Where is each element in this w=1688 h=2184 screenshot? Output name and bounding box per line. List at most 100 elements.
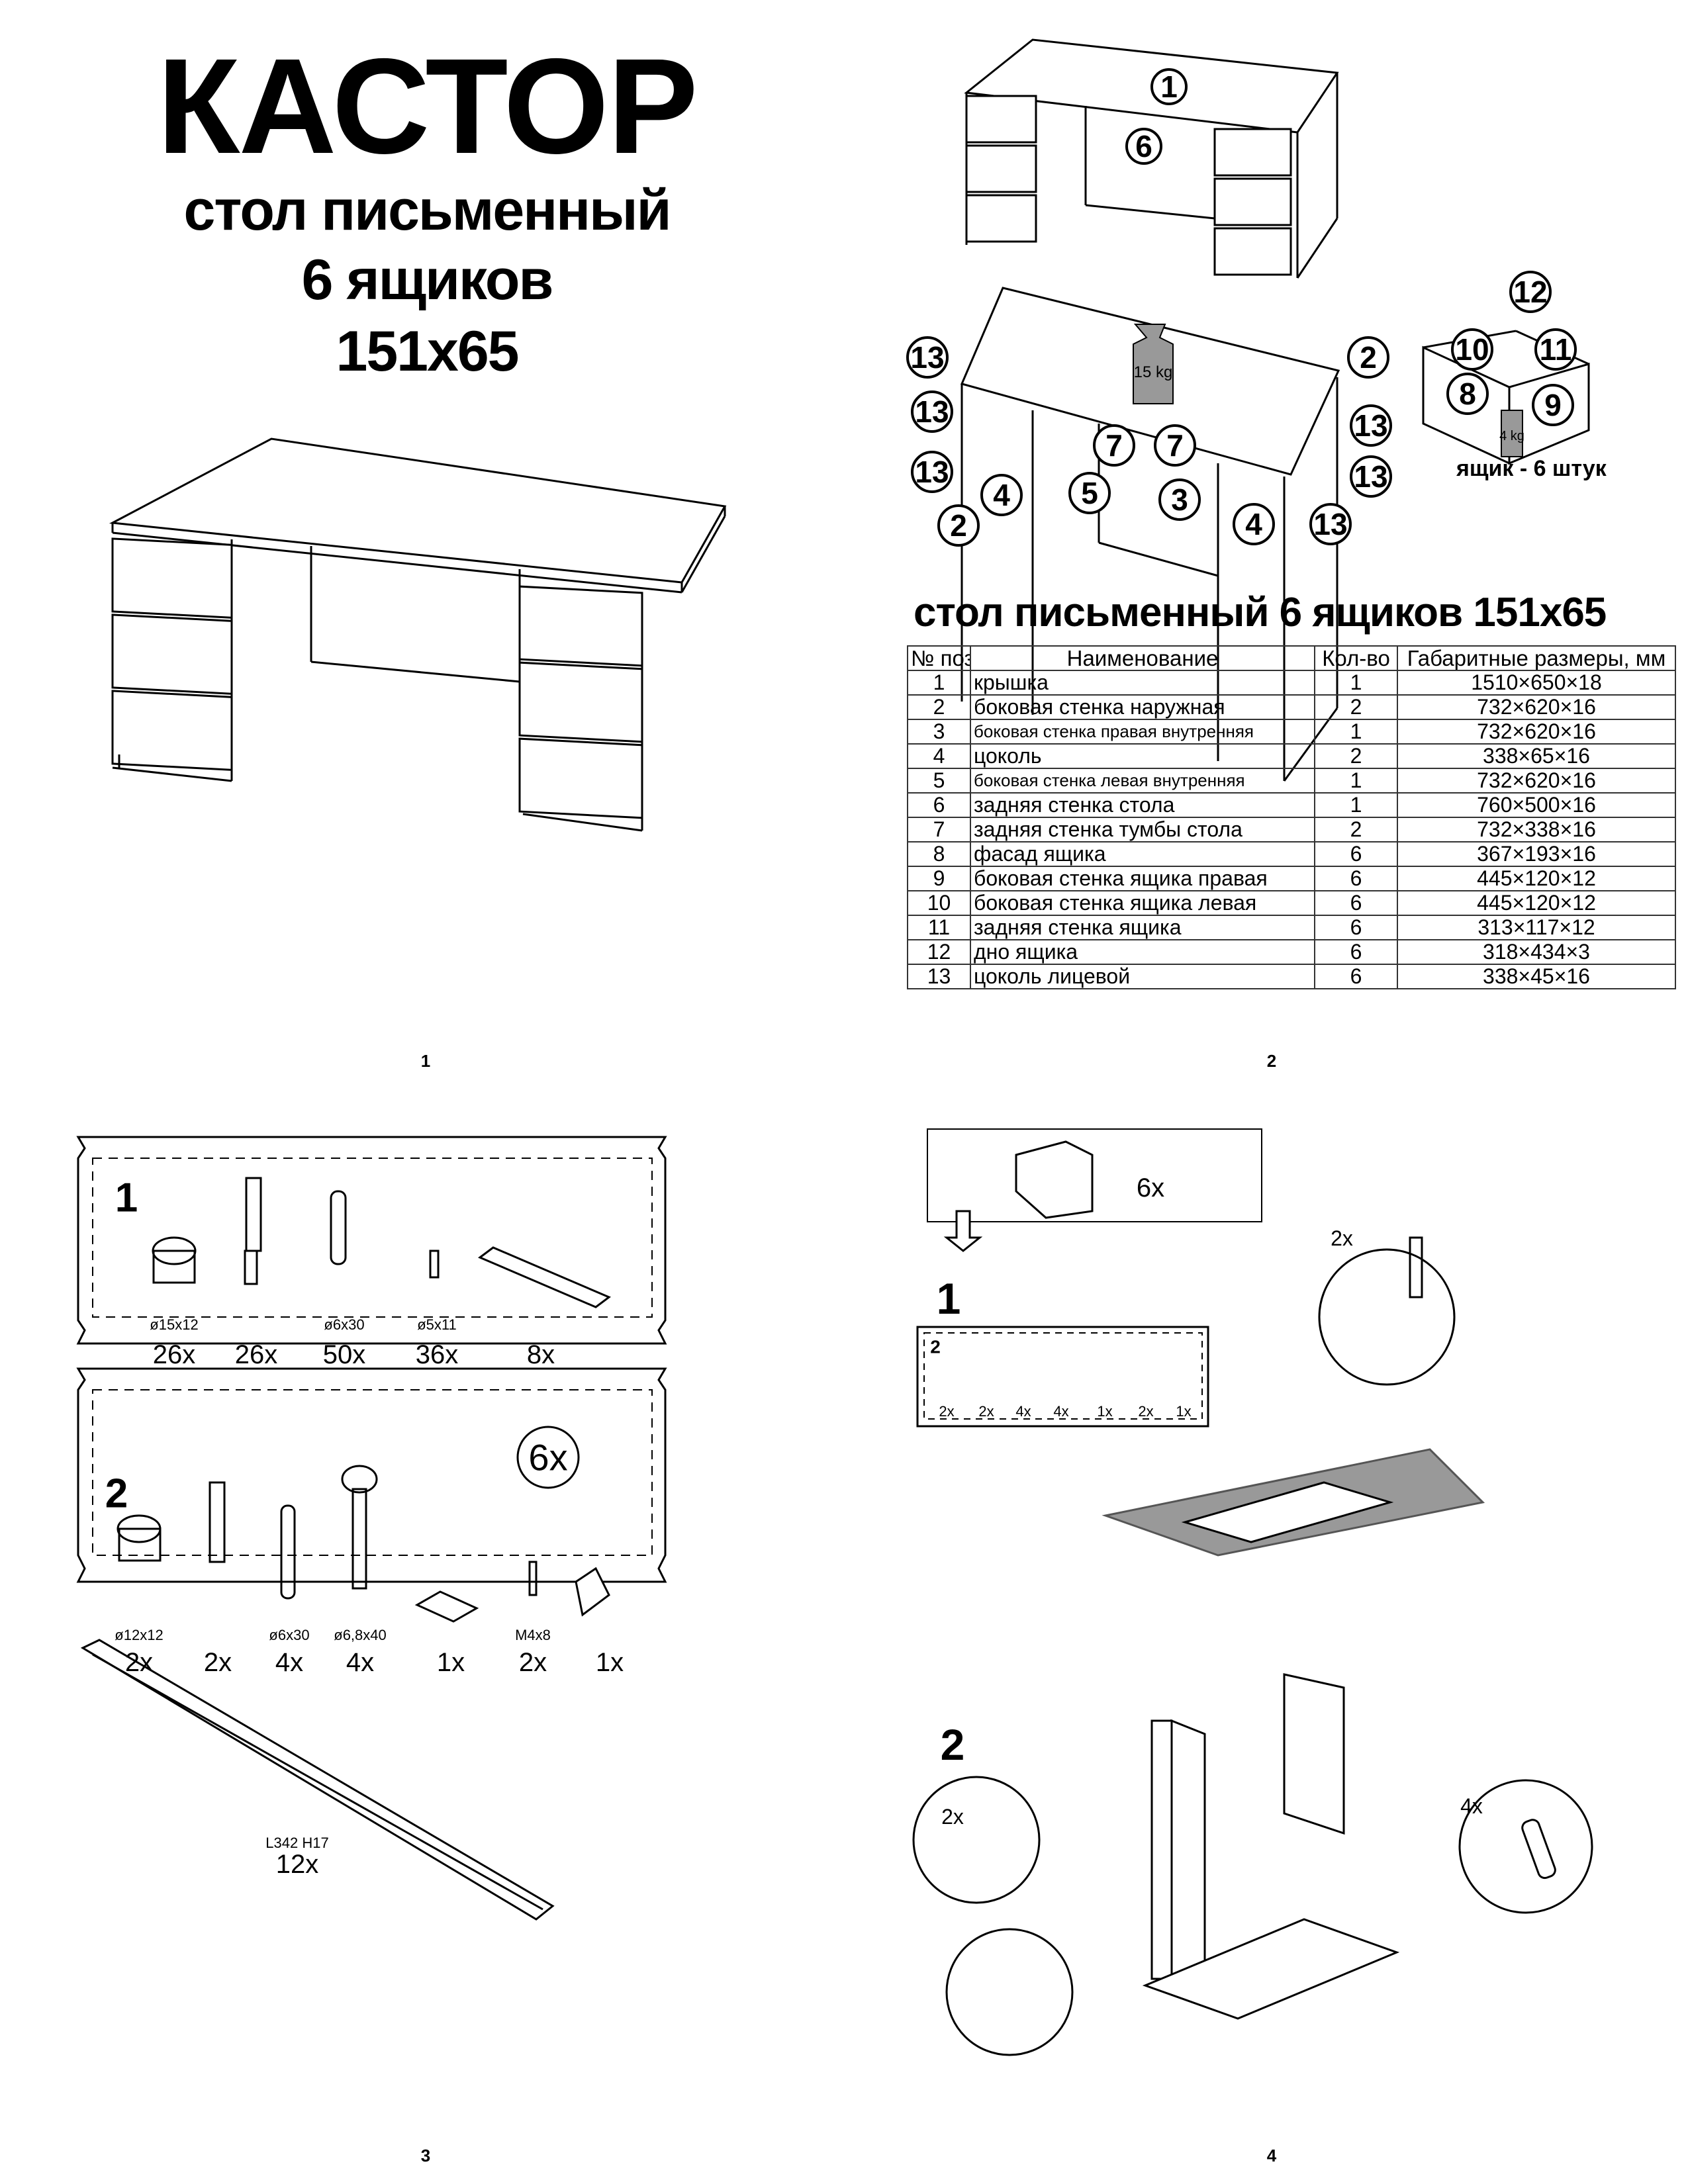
table-header: № поз. Наименование Кол-во Габаритные ра… xyxy=(907,645,1676,671)
hardware-spec: ø6,8x40 xyxy=(334,1627,387,1643)
col-qty: Кол-во xyxy=(1314,645,1398,671)
cell-name: цоколь xyxy=(970,743,1315,769)
drawer-count-title: 6 ящиков xyxy=(301,248,554,312)
table-weight-label: 15 kg xyxy=(1134,363,1173,381)
callout-number: 7 xyxy=(1166,428,1184,463)
callout-circle xyxy=(1446,373,1489,415)
cell-name: задняя стенка стола xyxy=(970,792,1315,818)
cell-qty: 1 xyxy=(1314,768,1398,794)
cell-name: фасад ящика xyxy=(970,841,1315,867)
cell-dims: 367×193×16 xyxy=(1397,841,1676,867)
cell-pos: 4 xyxy=(907,743,971,769)
callout-number: 13 xyxy=(1313,507,1347,541)
hardware-count: 2x xyxy=(519,1648,547,1677)
hardware-spec: M4x8 xyxy=(515,1627,551,1643)
cell-qty: 6 xyxy=(1314,890,1398,916)
callout-number: 1 xyxy=(1160,69,1178,104)
cell-dims: 1510×650×18 xyxy=(1397,670,1676,696)
col-name: Наименование xyxy=(970,645,1315,671)
parts-table: № поз. Наименование Кол-во Габаритные ра… xyxy=(907,645,1676,989)
callout-circle xyxy=(1509,271,1552,313)
cell-name: боковая стенка левая внутренняя xyxy=(970,768,1315,794)
page-number-2: 2 xyxy=(1266,1051,1277,1071)
cell-dims: 445×120×12 xyxy=(1397,866,1676,891)
callout-number: 7 xyxy=(1105,428,1123,463)
step-1-number: 1 xyxy=(937,1274,961,1323)
callout-circle xyxy=(1309,503,1352,545)
callout-circle xyxy=(1125,128,1162,165)
hardware-spec: ø6x30 xyxy=(269,1627,309,1643)
hardware-count: 2x xyxy=(125,1648,153,1677)
callout-circle xyxy=(1451,328,1493,371)
cell-pos: 9 xyxy=(907,866,971,891)
rail-count: 12x xyxy=(276,1850,319,1879)
hardware-bag-2 xyxy=(76,1367,667,1623)
callout-number: 3 xyxy=(1171,482,1188,517)
callout-circle xyxy=(1350,404,1392,447)
cell-dims: 338×45×16 xyxy=(1397,964,1676,989)
cell-name: задняя стенка ящика xyxy=(970,915,1315,940)
callout-number: 4 xyxy=(993,478,1010,512)
cell-qty: 6 xyxy=(1314,866,1398,891)
hardware-count: 26x xyxy=(153,1340,196,1369)
hardware-spec: ø5x11 xyxy=(417,1316,457,1333)
step-2-number: 2 xyxy=(941,1720,965,1769)
cell-qty: 1 xyxy=(1314,719,1398,745)
callout-number: 4 xyxy=(1245,507,1262,541)
hardware-spec: ø15x12 xyxy=(150,1316,198,1333)
hardware-spec: ø6x30 xyxy=(324,1316,364,1333)
cell-qty: 6 xyxy=(1314,939,1398,965)
drawer-weight-label: 4 kg xyxy=(1499,429,1524,443)
cell-qty: 6 xyxy=(1314,915,1398,940)
drawer-caption: ящик - 6 штук xyxy=(1456,456,1607,481)
callout-number: 13 xyxy=(910,340,944,375)
callout-circle xyxy=(1158,478,1201,521)
callout-number: 2 xyxy=(1360,340,1377,375)
cell-dims: 338×65×16 xyxy=(1397,743,1676,769)
hardware-count: 2x xyxy=(978,1403,994,1420)
callout-number: 9 xyxy=(1544,388,1562,422)
cell-dims: 313×117×12 xyxy=(1397,915,1676,940)
cell-pos: 11 xyxy=(907,915,971,940)
cell-dims: 732×620×16 xyxy=(1397,694,1676,720)
cell-name: боковая стенка наружная xyxy=(970,694,1315,720)
hardware-spec: ø12x12 xyxy=(115,1627,163,1643)
callout-number: 13 xyxy=(1354,459,1387,494)
callout-number: 11 xyxy=(1540,332,1572,367)
col-dims: Габаритные размеры, мм xyxy=(1397,645,1676,671)
drawer-rail xyxy=(80,1639,555,1921)
hardware-count: 26x xyxy=(235,1340,278,1369)
hardware-count: 1x xyxy=(596,1648,624,1677)
step-assembly-drawings xyxy=(912,1128,1593,2056)
callout-circle xyxy=(1532,384,1574,426)
desk-illustration xyxy=(109,437,727,832)
cell-name: задняя стенка тумбы стола xyxy=(970,817,1315,842)
cell-pos: 1 xyxy=(907,670,971,696)
bag-2-multiplier: 6x xyxy=(528,1437,567,1479)
hardware-count: 1x xyxy=(1097,1403,1112,1420)
cell-pos: 10 xyxy=(907,890,971,916)
callout-number: 2 xyxy=(950,508,967,543)
hardware-bag-1 xyxy=(76,1136,667,1345)
cell-name: боковая стенка правая внутренняя xyxy=(970,719,1315,745)
hardware-count: 1x xyxy=(1176,1403,1191,1420)
callout-number: 13 xyxy=(915,394,949,429)
page-number-3: 3 xyxy=(420,2146,431,2165)
product-title: КАСТОР xyxy=(157,30,698,182)
hardware-count: 2x xyxy=(939,1403,954,1420)
callout-circle xyxy=(937,504,980,547)
callout-circle xyxy=(1233,503,1275,545)
cell-pos: 2 xyxy=(907,694,971,720)
bag-2-label: 2 xyxy=(105,1471,128,1517)
hardware-count: 2x xyxy=(1138,1403,1153,1420)
cell-dims: 732×620×16 xyxy=(1397,719,1676,745)
callout-number: 12 xyxy=(1513,275,1547,309)
cell-dims: 732×338×16 xyxy=(1397,817,1676,842)
